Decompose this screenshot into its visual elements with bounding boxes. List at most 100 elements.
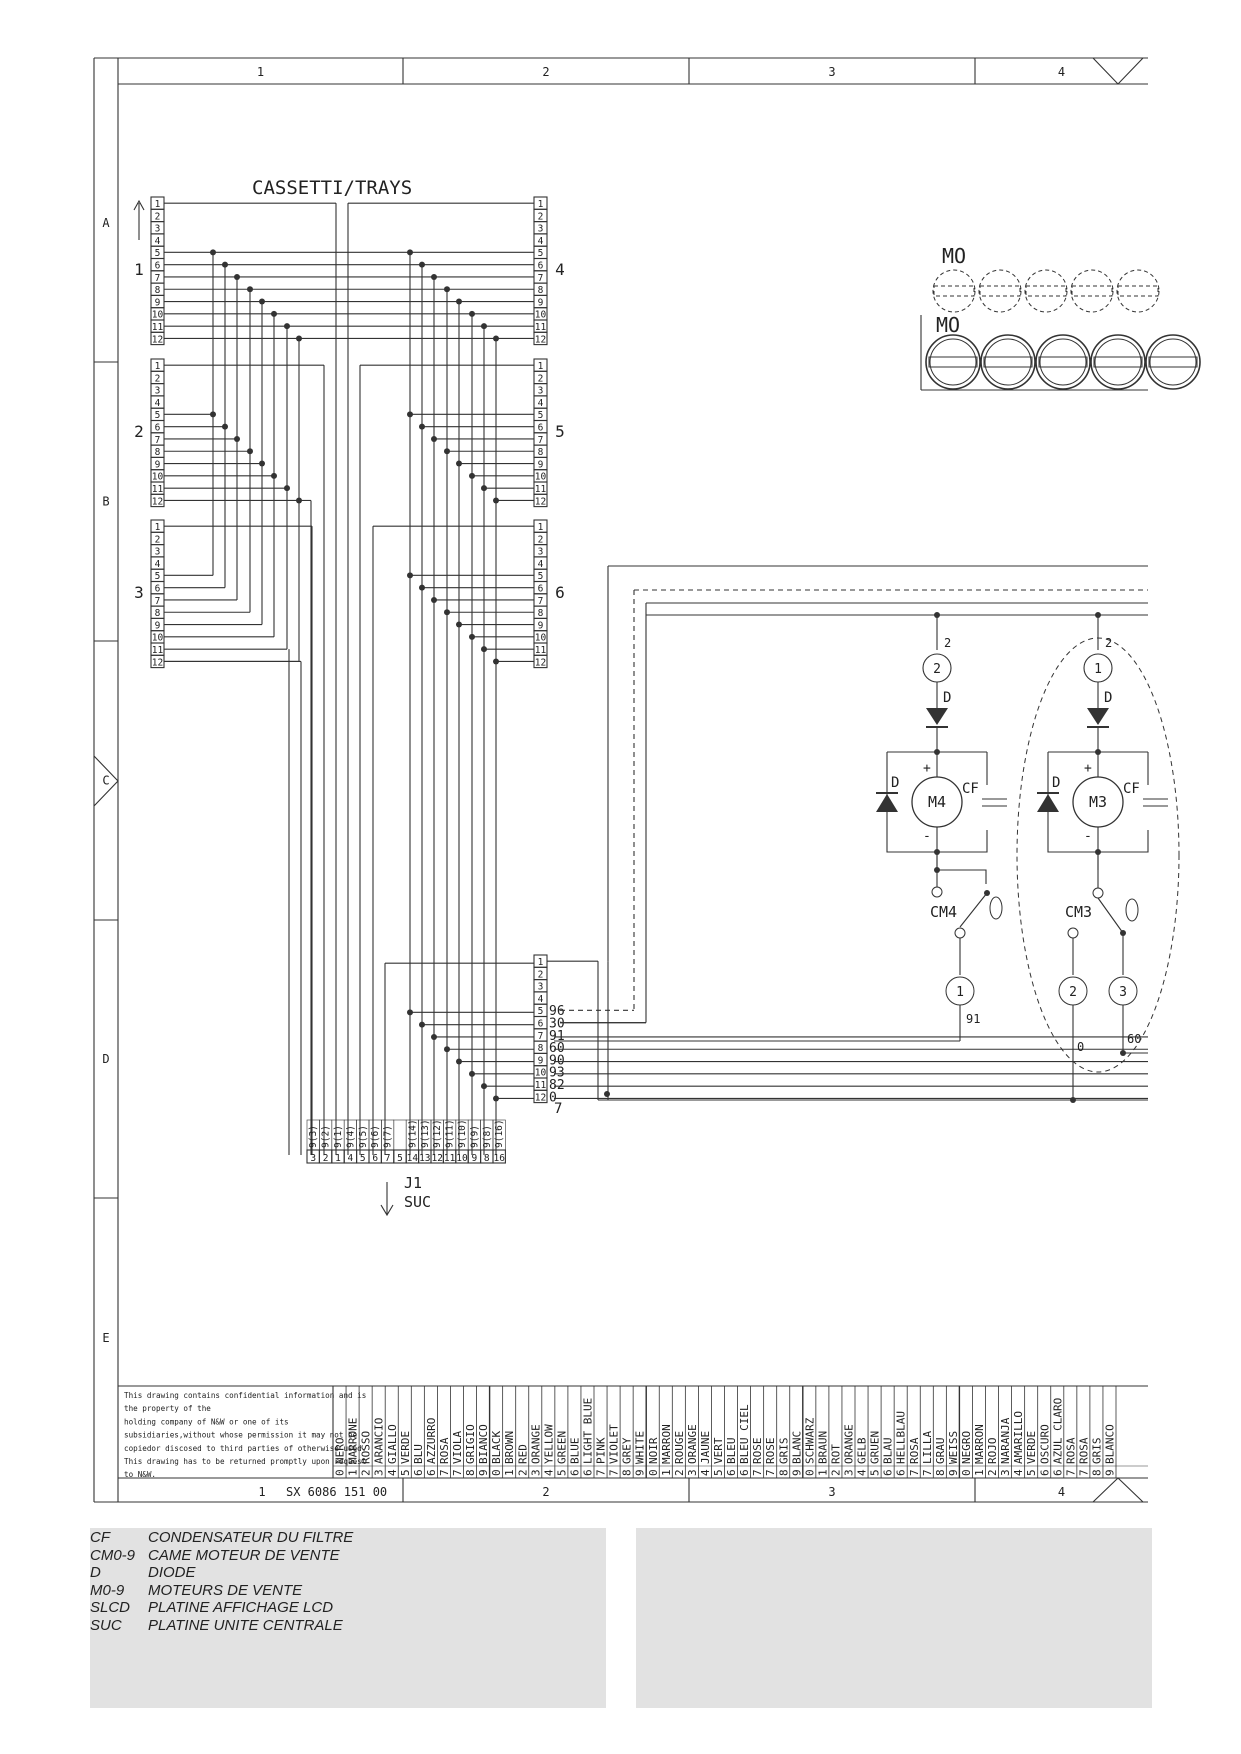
row-label: C: [102, 774, 109, 788]
j1-wire-label: 9(12): [432, 1119, 443, 1148]
color-code: 6: [738, 1469, 751, 1476]
left-connector-pin: [150, 493, 165, 508]
left-connector-pin-number: 9: [155, 459, 161, 470]
color-code: 5: [712, 1469, 725, 1476]
cam-actuator: [989, 896, 1003, 920]
color-code: 7: [764, 1469, 777, 1476]
color-name: LIGHT BLUE: [582, 1398, 595, 1464]
left-connector-pin-number: 1: [155, 522, 161, 533]
right-connector-pin-number: 10: [535, 633, 547, 644]
color-code: 7: [438, 1469, 451, 1476]
color-name: VERDE: [1025, 1431, 1038, 1464]
color-name: ROT: [829, 1444, 842, 1464]
color-name: NERO: [334, 1438, 347, 1465]
legend-description: DIODE: [148, 1564, 196, 1582]
motor-bottom-wire-label: 91: [966, 1012, 980, 1026]
color-name: ROSA: [908, 1437, 921, 1464]
j1-pin-number: 6: [372, 1153, 378, 1164]
right-connector-pin-number: 10: [535, 472, 547, 483]
right-connector-pin-number: 8: [538, 447, 544, 458]
right-connector-pin: [533, 331, 548, 346]
flyback-diode-label: D: [891, 775, 899, 791]
color-name: ROSE: [751, 1438, 764, 1465]
left-connector-pin: [150, 654, 165, 669]
left-connector-pin-number: 4: [155, 398, 161, 409]
lower-connector-pin-number: 5: [538, 1006, 544, 1017]
color-name: NEGRO: [960, 1431, 973, 1464]
color-code: 7: [595, 1469, 608, 1476]
color-code: 6: [882, 1469, 895, 1476]
color-name: GRIS: [777, 1438, 790, 1465]
color-code: 9: [947, 1469, 960, 1476]
color-name: BLEU CIEL: [738, 1404, 751, 1464]
color-code: 0: [960, 1469, 973, 1476]
color-code: 6: [568, 1469, 581, 1476]
right-connector-pin-number: 11: [535, 484, 547, 495]
j1-wire-label: 9(6): [370, 1125, 381, 1148]
confidentiality-note: the property of the: [124, 1404, 211, 1413]
right-connector-pin-number: 12: [535, 334, 546, 345]
color-code: 2: [673, 1469, 686, 1476]
color-name: BRAUN: [816, 1431, 829, 1464]
motor-top-wire-label: 2: [1105, 636, 1112, 650]
lower-connector-pin-number: 3: [538, 982, 544, 993]
right-connector-pin-number: 1: [538, 199, 544, 210]
lower-connector-wire-label: 82: [549, 1078, 565, 1093]
motor-minus: -: [1084, 829, 1092, 844]
color-name: GREEN: [555, 1431, 568, 1464]
legend-description: PLATINE UNITE CENTRALE: [148, 1617, 343, 1634]
diode-symbol: [1087, 708, 1109, 725]
color-name: PINK: [595, 1437, 608, 1464]
j1-pin-number: 14: [407, 1153, 419, 1164]
wire-color-table: This drawing contains confidential infor…: [118, 1385, 1148, 1479]
lower-connector-pin-number: 2: [538, 969, 544, 980]
color-code: 7: [1064, 1469, 1077, 1476]
left-connector-pin-number: 6: [155, 261, 161, 272]
motor-outline: [1145, 334, 1201, 390]
color-name: RED: [516, 1444, 529, 1464]
left-connector-pin-number: 3: [155, 224, 161, 235]
left-connector-pin-number: 11: [152, 484, 164, 495]
right-connector-pin-number: 11: [535, 322, 547, 333]
lower-connector-wire-label: 30: [549, 1017, 565, 1032]
color-code: 4: [856, 1469, 869, 1476]
confidentiality-note: copiedor discosed to third parties of ot…: [124, 1444, 366, 1453]
legend-code: D: [90, 1564, 101, 1582]
color-name: LILLA: [921, 1431, 934, 1464]
column-label-top: 1: [257, 65, 264, 79]
color-name: OSCURO: [1038, 1424, 1051, 1464]
flyback-diode: [1037, 794, 1059, 812]
color-name: YELLOW: [542, 1424, 555, 1464]
motor-row-label-bottom: MO: [936, 313, 960, 337]
color-code: 6: [582, 1469, 595, 1476]
color-code: 2: [516, 1469, 529, 1476]
diagram-title: CASSETTI/TRAYS: [252, 177, 412, 199]
legend-description: MOTEURS DE VENTE: [148, 1581, 303, 1599]
color-name: BIANCO: [477, 1424, 490, 1464]
left-connector-pin-number: 5: [155, 571, 161, 582]
color-name: ROSE: [764, 1438, 777, 1465]
lower-connector-pin-number: 12: [535, 1092, 546, 1103]
right-connector-pin-number: 8: [538, 285, 544, 296]
color-code: 0: [334, 1469, 347, 1476]
left-connector-label: 2: [134, 422, 144, 441]
j1-wire-label: 9(11): [445, 1119, 456, 1148]
color-code: 8: [777, 1469, 790, 1476]
left-connector-pin-number: 6: [155, 584, 161, 595]
motor-outline-dashed: [932, 269, 976, 313]
color-name: NOIR: [647, 1437, 660, 1464]
color-code: 7: [1077, 1469, 1090, 1476]
left-connector-pin-number: 1: [155, 199, 161, 210]
right-connector-pin-number: 6: [538, 261, 544, 272]
color-name: VERDE: [399, 1431, 412, 1464]
color-name: ROSA: [1064, 1437, 1077, 1464]
motor-outline-inner: [1094, 338, 1142, 386]
color-code: 9: [1104, 1469, 1117, 1476]
color-name: MARRONE: [347, 1418, 360, 1464]
right-connector-pin-number: 9: [538, 620, 544, 631]
motor-outline-inner: [929, 338, 977, 386]
j1-wire-label: 9(9): [469, 1125, 480, 1148]
left-connector-pin-number: 4: [155, 236, 161, 247]
